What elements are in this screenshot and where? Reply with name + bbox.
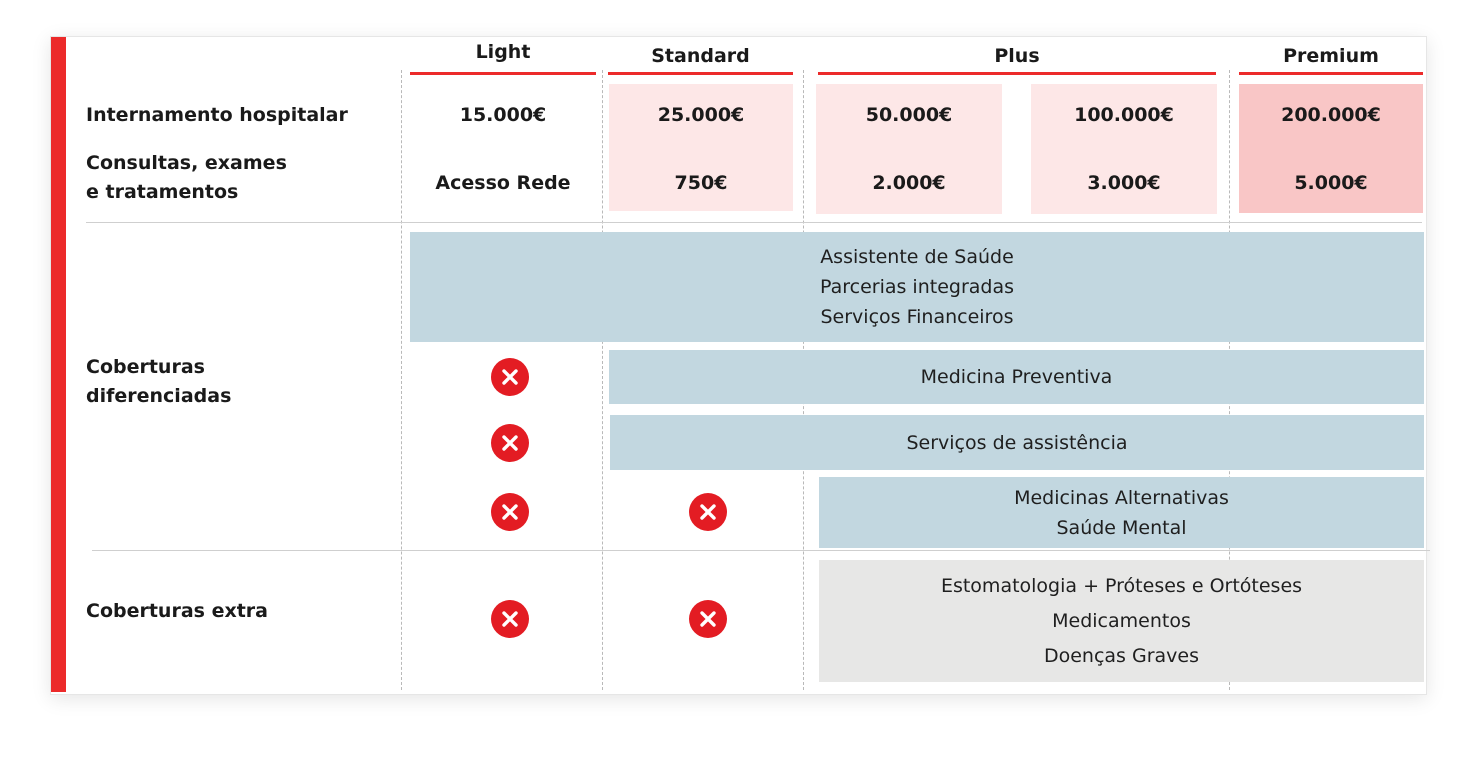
x-circle-icon bbox=[491, 493, 529, 531]
tint-standard bbox=[609, 84, 793, 211]
value-internamento-plus-1: 50.000€ bbox=[865, 104, 953, 126]
plan-header-plus: Plus bbox=[818, 45, 1216, 75]
value-internamento-standard: 25.000€ bbox=[657, 104, 745, 126]
column-divider bbox=[401, 70, 402, 690]
plan-header-premium: Premium bbox=[1239, 45, 1423, 75]
value-consultas-plus-1: 2.000€ bbox=[872, 172, 946, 194]
band-extra-coverages: Estomatologia + Próteses e Ortóteses Med… bbox=[819, 560, 1424, 682]
section-divider bbox=[86, 222, 1422, 223]
accent-bar bbox=[51, 37, 66, 692]
tint-plus-2 bbox=[1031, 84, 1217, 214]
value-consultas-light: Acesso Rede bbox=[435, 172, 571, 194]
plan-header-light: Light bbox=[410, 41, 596, 75]
value-consultas-premium: 5.000€ bbox=[1294, 172, 1368, 194]
value-internamento-plus-2: 100.000€ bbox=[1074, 104, 1174, 126]
row-label-consultas: Consultas, exames e tratamentos bbox=[86, 152, 287, 203]
tint-premium bbox=[1239, 84, 1423, 213]
tint-plus-1 bbox=[816, 84, 1002, 214]
band-medicina-preventiva: Medicina Preventiva bbox=[609, 350, 1424, 404]
value-consultas-plus-2: 3.000€ bbox=[1087, 172, 1161, 194]
band-servicos-assistencia: Serviços de assistência bbox=[610, 415, 1424, 470]
band-base-services: Assistente de Saúde Parcerias integradas… bbox=[410, 232, 1424, 342]
row-label-extra: Coberturas extra bbox=[86, 600, 268, 622]
x-circle-icon bbox=[689, 493, 727, 531]
section-divider bbox=[92, 550, 1430, 551]
row-label-internamento: Internamento hospitalar bbox=[86, 104, 348, 126]
plan-header-standard: Standard bbox=[608, 45, 793, 75]
row-label-diferenciadas: Coberturas diferenciadas bbox=[86, 356, 232, 407]
x-circle-icon bbox=[491, 424, 529, 462]
band-medicinas-alternativas: Medicinas Alternativas Saúde Mental bbox=[819, 477, 1424, 548]
x-circle-icon bbox=[689, 600, 727, 638]
column-divider bbox=[602, 70, 603, 690]
value-internamento-premium: 200.000€ bbox=[1281, 104, 1381, 126]
x-circle-icon bbox=[491, 358, 529, 396]
value-consultas-standard: 750€ bbox=[674, 172, 728, 194]
value-internamento-light: 15.000€ bbox=[459, 104, 547, 126]
x-circle-icon bbox=[491, 600, 529, 638]
